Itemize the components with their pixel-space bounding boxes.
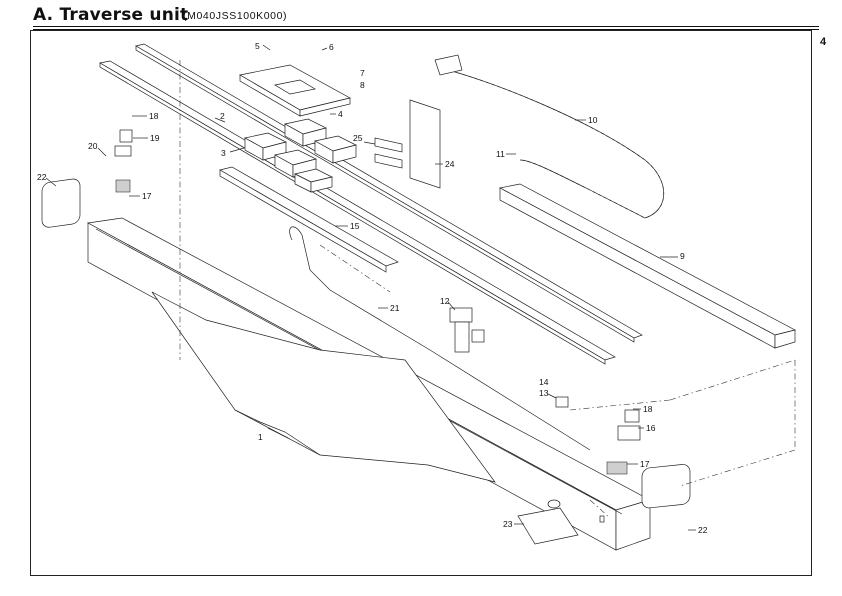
linear-rail-long	[99, 43, 643, 365]
callout-4: 4	[338, 109, 343, 119]
callout-5: 5	[255, 41, 260, 51]
callout-labels: 1 2 3 4 5 6 7 8 9 10 11 12 13 14 15 16 1…	[37, 41, 708, 535]
callout-23: 23	[503, 519, 513, 529]
callout-22-right: 22	[698, 525, 708, 535]
callout-14: 14	[539, 377, 549, 387]
exploded-view-drawing: 1 2 3 4 5 6 7 8 9 10 11 12 13 14 15 16 1…	[37, 41, 796, 551]
motor-bracket	[374, 99, 441, 189]
carriage-plate	[239, 64, 351, 117]
end-brackets	[114, 129, 641, 475]
air-regulator	[449, 307, 485, 353]
callout-8: 8	[360, 80, 365, 90]
callout-17-right: 17	[640, 459, 650, 469]
callout-12: 12	[440, 296, 450, 306]
air-tube	[289, 226, 591, 451]
callout-10: 10	[588, 115, 598, 125]
cable-chain	[434, 54, 665, 219]
callout-18-right: 18	[643, 404, 653, 414]
callout-22-left: 22	[37, 172, 47, 182]
callout-18-left: 18	[149, 111, 159, 121]
part-code: (M040JSS100K000)	[183, 10, 288, 22]
page-header: A. Traverse unit (M040JSS100K000)	[33, 4, 819, 30]
drawing-frame	[30, 30, 812, 576]
callout-20: 20	[88, 141, 98, 151]
callout-13: 13	[539, 388, 549, 398]
assembly-lines	[179, 60, 796, 519]
callout-15: 15	[350, 221, 360, 231]
callout-17-left: 17	[142, 191, 152, 201]
callout-25: 25	[353, 133, 363, 143]
callout-16: 16	[646, 423, 656, 433]
page-number: 4	[820, 36, 827, 48]
linear-rail-short	[219, 166, 399, 273]
callout-9: 9	[680, 251, 685, 261]
callout-21: 21	[390, 303, 400, 313]
callout-1: 1	[258, 432, 263, 442]
carriage-blocks	[244, 118, 357, 193]
end-caps	[41, 178, 691, 545]
page-title: A. Traverse unit	[33, 5, 189, 25]
callout-3: 3	[221, 148, 226, 158]
callout-2: 2	[220, 111, 225, 121]
cover-plate	[498, 183, 796, 349]
callout-19: 19	[150, 133, 160, 143]
header-rule	[33, 26, 819, 27]
callout-24: 24	[445, 159, 455, 169]
callout-11: 11	[496, 149, 505, 159]
lower-plate	[151, 291, 496, 483]
header-rule-thin	[33, 29, 819, 30]
callout-6: 6	[329, 42, 334, 52]
callout-7: 7	[360, 68, 365, 78]
